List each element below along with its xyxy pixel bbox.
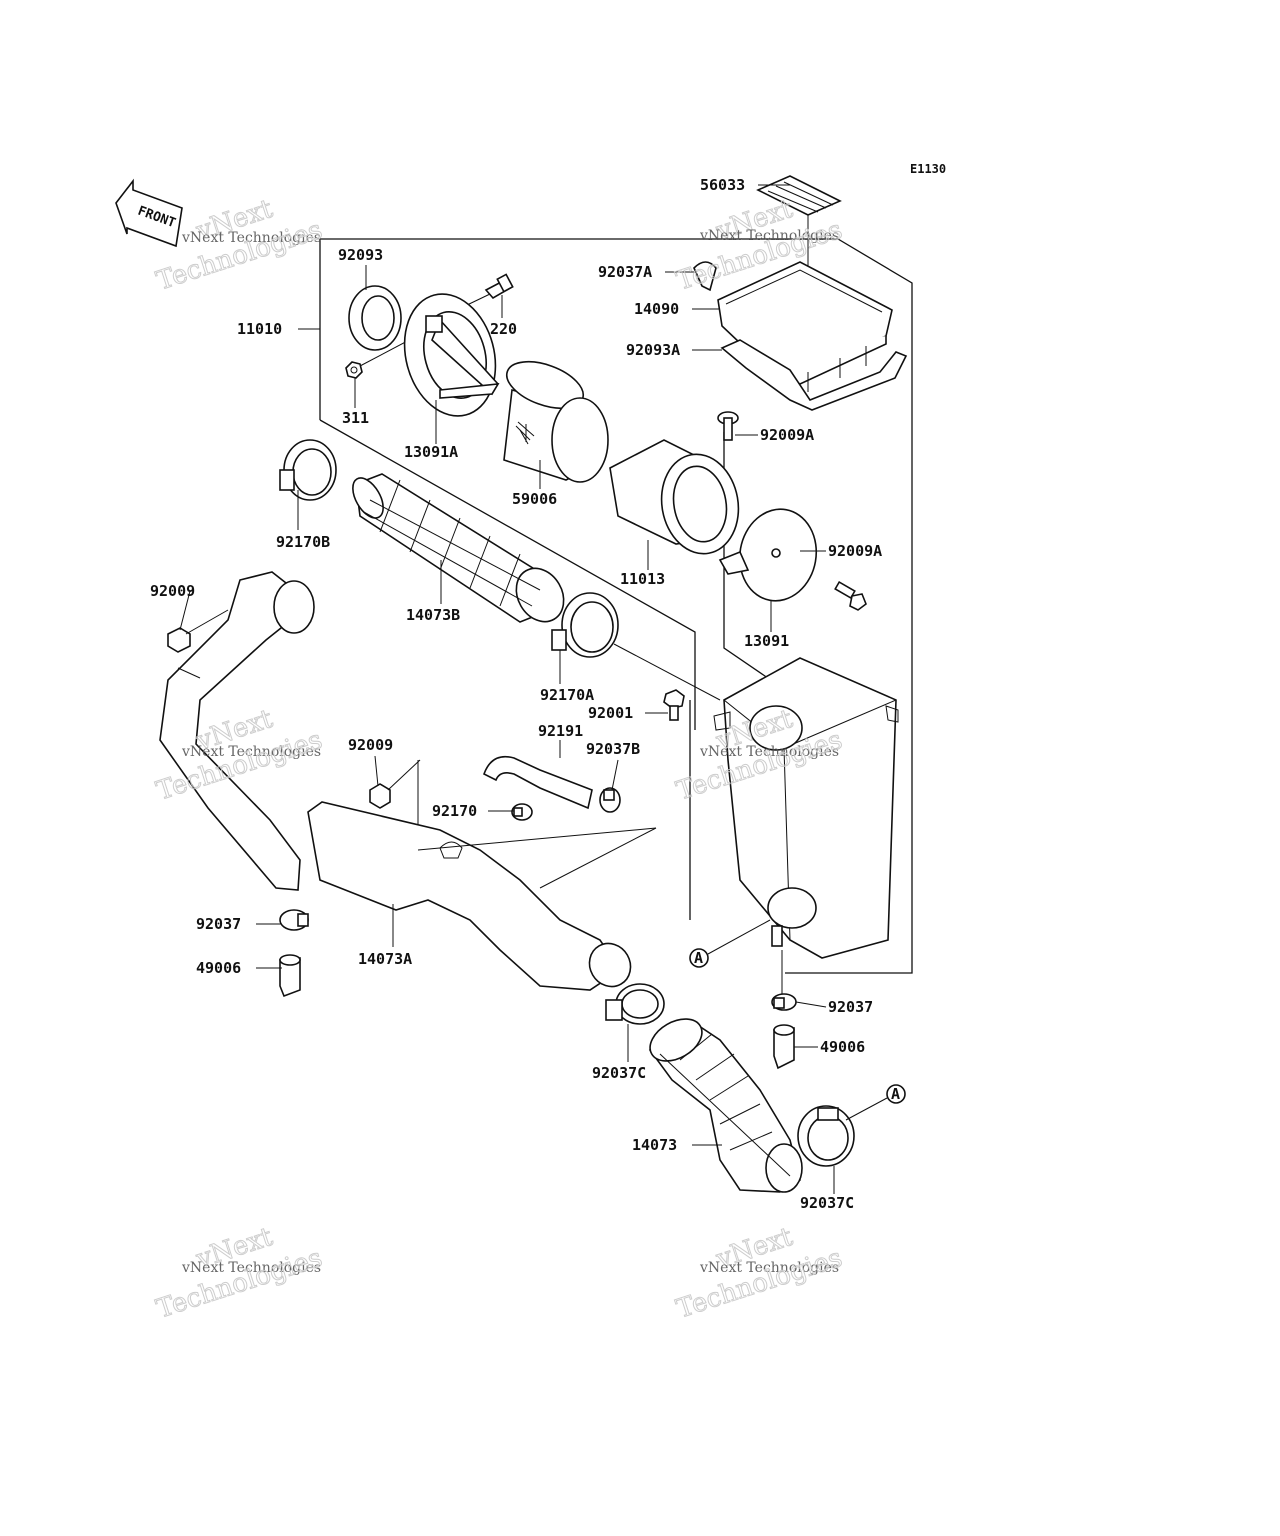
label-14090: 14090: [634, 300, 679, 318]
label-92170A: 92170A: [540, 686, 594, 704]
label-92037C-left: 92037C: [592, 1064, 646, 1082]
label-92170B: 92170B: [276, 533, 330, 551]
callout-a-left: A: [689, 919, 771, 968]
seal-92093: [348, 285, 402, 351]
air-box-cover-14090: [717, 261, 893, 392]
label-49006-right: 49006: [820, 1038, 865, 1056]
label-11010: 11010: [237, 320, 282, 338]
label-56033: 56033: [700, 176, 745, 194]
label-14073: 14073: [632, 1136, 677, 1154]
front-arrow-icon: FRONT: [115, 178, 183, 248]
svg-text:vNext Technologies: vNext Technologies: [181, 1260, 321, 1276]
clamp-92170-icon: [511, 803, 533, 821]
callout-a-left-text: A: [694, 949, 703, 967]
label-92037A: 92037A: [598, 263, 652, 281]
clamp-92170A-icon: [551, 592, 721, 701]
label-14073A: 14073A: [358, 950, 412, 968]
part-labels: 56033 92093 92037A 220 14090 11010 92093…: [150, 176, 882, 1212]
filter-holder-13091A: [403, 293, 500, 417]
svg-text:vNext Technologies: vNext Technologies: [699, 744, 839, 760]
callout-a-right: A: [845, 1084, 906, 1121]
leader-lines: [179, 184, 835, 1194]
plug-49006-left-icon: [279, 954, 301, 998]
clip-92037A-icon: [693, 261, 717, 292]
clip-92037B-icon: [599, 787, 621, 813]
svg-text:vNext Technologies: vNext Technologies: [181, 744, 321, 760]
duct-14073A: [307, 801, 657, 991]
svg-text:vNext Technologies: vNext Technologies: [699, 228, 839, 244]
clamp-92037-left-icon: [279, 909, 309, 931]
label-92009A-side: 92009A: [828, 542, 882, 560]
label-92037-right: 92037: [828, 998, 873, 1016]
label-59006: 59006: [512, 490, 557, 508]
bolt-92009-upper: [167, 609, 229, 653]
callout-a-right-text: A: [891, 1085, 900, 1103]
bolt-220: [439, 273, 514, 319]
label-11013: 11013: [620, 570, 665, 588]
clamp-92170B-icon: [279, 439, 337, 501]
duct-14073B: [352, 473, 565, 623]
filter-element-11013: [609, 439, 740, 555]
clamp-92037-right-icon: [771, 950, 797, 1011]
label-311: 311: [342, 409, 369, 427]
plug-49006-right-icon: [773, 1024, 795, 1070]
label-92001: 92001: [588, 704, 633, 722]
tube-92191: [483, 755, 593, 810]
screw-92009A-side: [834, 580, 867, 611]
label-92009A-top: 92009A: [760, 426, 814, 444]
label-92009-upper: 92009: [150, 582, 195, 600]
diagram-code: E1130: [910, 162, 946, 176]
screw-92009A-top: [717, 411, 739, 441]
duct-14073: [648, 1018, 803, 1193]
label-92093: 92093: [338, 246, 383, 264]
bolt-92001: [663, 689, 685, 721]
gasket-92093A: [720, 339, 908, 411]
filter-element-59006: [503, 360, 609, 483]
label-220: 220: [490, 320, 517, 338]
label-13091A: 13091A: [404, 443, 458, 461]
label-92037-left: 92037: [196, 915, 241, 933]
clamp-92037C-right-icon: [797, 1105, 855, 1167]
inlet-tube-upper: [159, 571, 315, 891]
label-92170: 92170: [432, 802, 477, 820]
label-49006-left: 49006: [196, 959, 241, 977]
svg-text:vNext Technologies: vNext Technologies: [181, 230, 321, 246]
label-92191: 92191: [538, 722, 583, 740]
label-13091: 13091: [744, 632, 789, 650]
label-92009-lower: 92009: [348, 736, 393, 754]
label-92037B: 92037B: [586, 740, 640, 758]
clamp-92037C-left-icon: [605, 983, 665, 1025]
air-box-case: [713, 657, 899, 959]
label-14073B: 14073B: [406, 606, 460, 624]
watermark-bottom-left: vNext vNext Technologies Technologies: [152, 1221, 326, 1325]
label-92037C-right: 92037C: [800, 1194, 854, 1212]
watermark-bottom-right: vNext vNext Technologies Technologies: [672, 1221, 846, 1325]
holder-plate-13091: [718, 508, 818, 602]
svg-text:vNext Technologies: vNext Technologies: [699, 1260, 839, 1276]
label-92093A: 92093A: [626, 341, 680, 359]
